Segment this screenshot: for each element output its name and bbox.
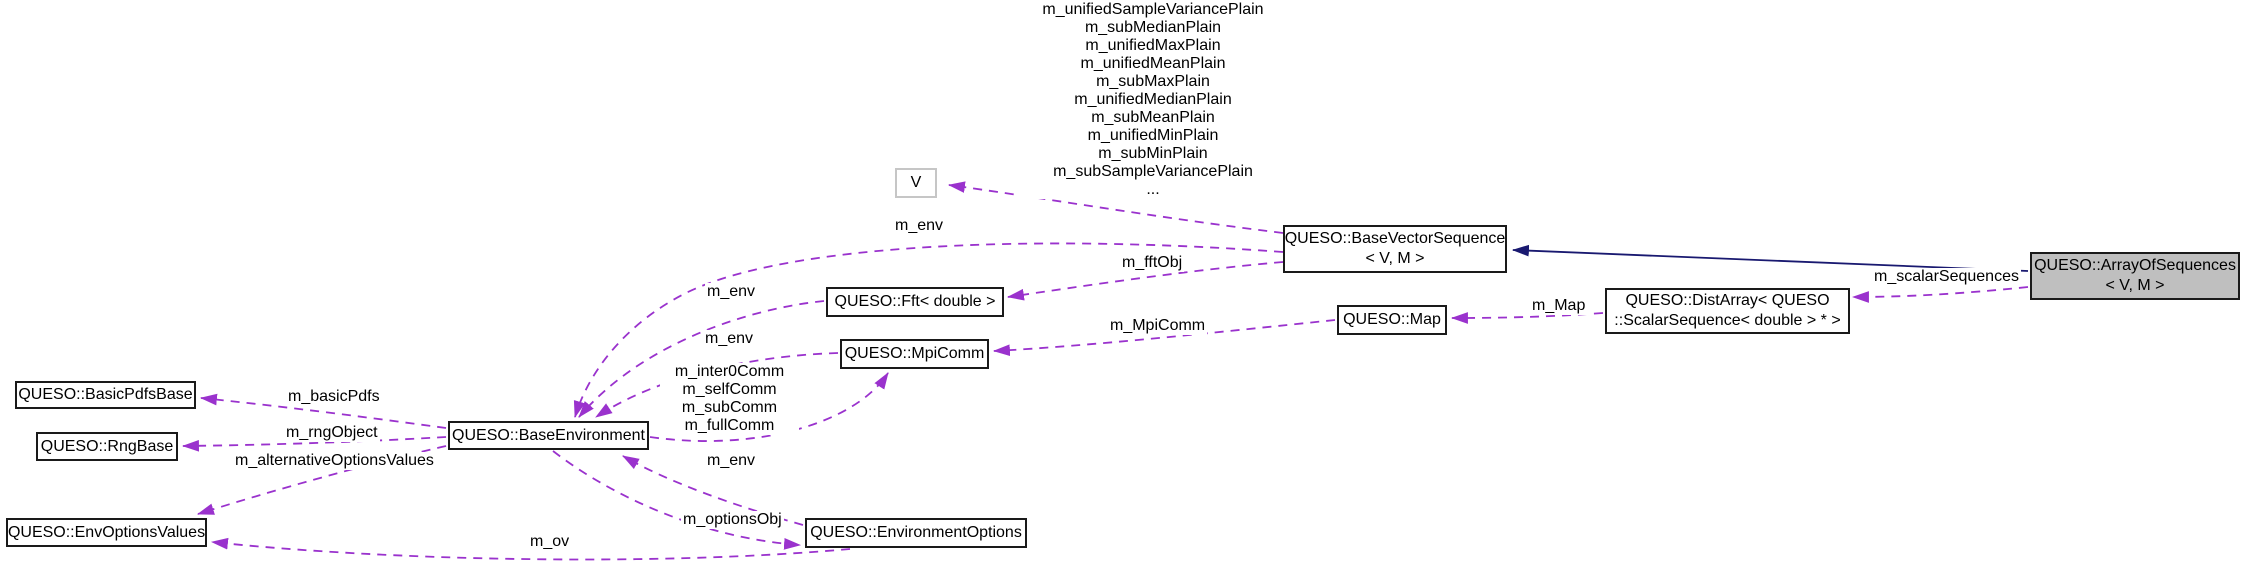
- node-array-of-sequences: QUESO::ArrayOfSequences < V, M >: [2030, 252, 2240, 300]
- edge-inheritance-arrow: [1511, 244, 2029, 272]
- edge-label-m-fftobj: m_fftObj: [1120, 254, 1185, 272]
- edge-label-comm-members: m_inter0Comm m_selfComm m_subComm m_full…: [660, 363, 799, 435]
- edge-label-m-scalarsequences: m_scalarSequences: [1872, 268, 2021, 286]
- edge-label-m-mpicomm: m_MpiComm: [1108, 317, 1208, 335]
- node-dist-array[interactable]: QUESO::DistArray< QUESO ::ScalarSequence…: [1605, 288, 1850, 334]
- node-environment-options[interactable]: QUESO::EnvironmentOptions: [805, 518, 1027, 548]
- edge-label-m-alternativeoptionsvalues: m_alternativeOptionsValues: [233, 452, 436, 470]
- edge-label-vector-member-list: m_unifiedSampleVariancePlain m_subMedian…: [1020, 1, 1286, 199]
- edge-m-env-from-environmentoptions-arrow: [622, 455, 804, 526]
- edge-label-m-env-fft: m_env: [705, 283, 758, 301]
- edge-label-m-env-environmentoptions: m_env: [705, 452, 758, 470]
- node-base-vector-sequence[interactable]: QUESO::BaseVectorSequence < V, M >: [1283, 225, 1507, 273]
- node-template-param-v: V: [895, 168, 937, 198]
- node-env-options-values[interactable]: QUESO::EnvOptionsValues: [6, 518, 207, 547]
- edge-m-basicpdfs-arrow: [199, 393, 447, 429]
- edge-m-env-from-basevectorsequence-arrow: [573, 242, 1284, 419]
- edge-m-rngobject-arrow: [181, 436, 447, 452]
- node-fft[interactable]: QUESO::Fft< double >: [826, 287, 1004, 317]
- node-mpi-comm[interactable]: QUESO::MpiComm: [840, 339, 989, 369]
- edge-label-m-basicpdfs: m_basicPdfs: [286, 388, 382, 406]
- edge-m-mpicomm-arrow: [992, 319, 1336, 357]
- edge-label-m-env-mpicomm: m_env: [703, 330, 756, 348]
- edge-label-m-rngobject: m_rngObject: [284, 424, 380, 442]
- edge-label-m-ov: m_ov: [528, 533, 572, 551]
- edge-m-fftobj-arrow: [1006, 261, 1284, 301]
- edge-m-optionsobj-arrow: [552, 450, 802, 550]
- node-base-environment[interactable]: QUESO::BaseEnvironment: [448, 421, 649, 450]
- edge-label-m-map: m_Map: [1530, 297, 1588, 315]
- edge-label-m-optionsobj: m_optionsObj: [681, 511, 784, 529]
- edge-m-scalarsequences-arrow: [1851, 286, 2029, 303]
- node-rng-base[interactable]: QUESO::RngBase: [36, 432, 178, 461]
- edge-label-m-env-basevectorsequence: m_env: [893, 217, 946, 235]
- edge-vector-members-arrow: [947, 181, 1284, 234]
- node-basic-pdfs-base[interactable]: QUESO::BasicPdfsBase: [15, 381, 196, 409]
- node-map[interactable]: QUESO::Map: [1337, 305, 1447, 335]
- edge-m-env-from-fft-arrow: [578, 300, 825, 418]
- edge-m-ov-arrow: [210, 537, 851, 561]
